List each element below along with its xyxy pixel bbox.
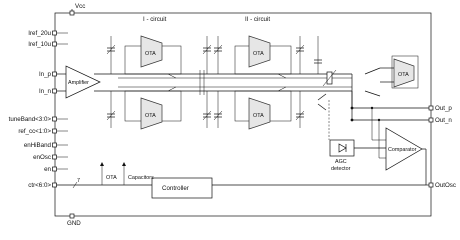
chip-boundary	[54, 12, 432, 217]
pin-iref20	[52, 30, 57, 36]
ota-1b-label: OTA	[145, 113, 156, 119]
amplifier-label: Amplifier	[68, 80, 89, 86]
pin-ctr-label: ctr<6:0>	[28, 182, 51, 189]
section-circuit-1: I - circuit	[143, 16, 167, 23]
output-ota-label: OTA	[398, 72, 409, 78]
ota-1a-symbol	[140, 35, 163, 68]
pin-in-n-label: In_n	[39, 88, 52, 95]
ctrl-ota-arrowhead	[100, 162, 104, 166]
amplifier-symbol	[65, 65, 101, 99]
agc-label-line1: AGC	[335, 159, 347, 165]
capacitor-banks	[106, 36, 322, 128]
pin-enosc-label: enOsc	[33, 154, 51, 161]
section-circuit-2: II - circuit	[245, 16, 270, 23]
ctrl-cap-arrowhead	[122, 162, 126, 166]
junction-comp-p	[370, 106, 374, 110]
pin-in-n	[52, 88, 57, 94]
controller-box	[151, 177, 213, 199]
gnd-pin	[69, 213, 75, 219]
pin-iref20-label: Iref_20u	[28, 30, 51, 37]
pin-outosc-label: OutOsc	[435, 182, 456, 189]
pin-enosc	[52, 154, 57, 160]
pin-en-label: en	[44, 166, 51, 173]
output-ota-symbol	[393, 58, 415, 88]
comparator-symbol	[385, 127, 423, 171]
pin-in-p	[52, 71, 57, 77]
comparator-label: Comparator	[388, 147, 417, 153]
pin-outosc	[428, 182, 434, 188]
crossover-marks	[167, 70, 287, 95]
resistor-arrow	[322, 69, 337, 87]
ota-2a-label: OTA	[253, 51, 264, 57]
bus-capacitors-label: Capacitors	[128, 175, 154, 181]
pin-iref10	[52, 41, 57, 47]
bus-width-label: 7	[77, 178, 80, 184]
controller-label: Controller	[162, 185, 189, 192]
vcc-label: Vcc	[75, 3, 85, 10]
junction-comp-n	[377, 118, 381, 122]
switches	[317, 67, 381, 111]
pin-out-n	[428, 117, 434, 123]
diode-icon	[338, 143, 347, 153]
pin-enhiband-label: enHiBand	[24, 142, 52, 149]
agc-label-line2: detector	[331, 166, 351, 172]
junction-out-p	[350, 106, 354, 110]
pin-tuneband-label: tuneBand<3:0>	[9, 116, 52, 123]
pin-out-p-label: Out_p	[435, 105, 452, 112]
pin-refcc-label: ref_cc<1:0>	[18, 128, 51, 135]
pin-in-p-label: In_p	[39, 71, 52, 78]
ota-2b-symbol	[248, 97, 271, 130]
pin-enhiband	[52, 142, 57, 148]
pin-ctr	[52, 182, 57, 188]
pin-iref10-label: Iref_10u	[28, 41, 51, 48]
block-diagram: Vcc GND Iref_20u Iref_10u In_p In_n tune…	[9, 3, 456, 227]
ota-2a-symbol	[248, 35, 271, 68]
output-ota-frame	[391, 55, 419, 89]
pin-out-n-label: Out_n	[435, 117, 452, 124]
pin-refcc	[52, 128, 57, 134]
ota-1b-symbol	[140, 97, 163, 130]
pin-out-p	[428, 105, 434, 111]
right-pins: Out_p Out_n OutOsc	[428, 105, 456, 189]
ctr-bus-slash	[72, 181, 78, 189]
pin-en	[52, 166, 57, 172]
junction-out-n	[350, 118, 354, 122]
gnd-label: GND	[67, 220, 81, 227]
ota-2b-label: OTA	[253, 113, 264, 119]
left-pins: Iref_20u Iref_10u In_p In_n tuneBand<3:0…	[9, 30, 57, 189]
bus-ota-label: OTA	[106, 175, 117, 181]
vcc-pin	[69, 10, 75, 16]
control-pin-wires	[56, 32, 68, 170]
ota-1a-label: OTA	[145, 51, 156, 57]
pin-tuneband	[52, 116, 57, 122]
